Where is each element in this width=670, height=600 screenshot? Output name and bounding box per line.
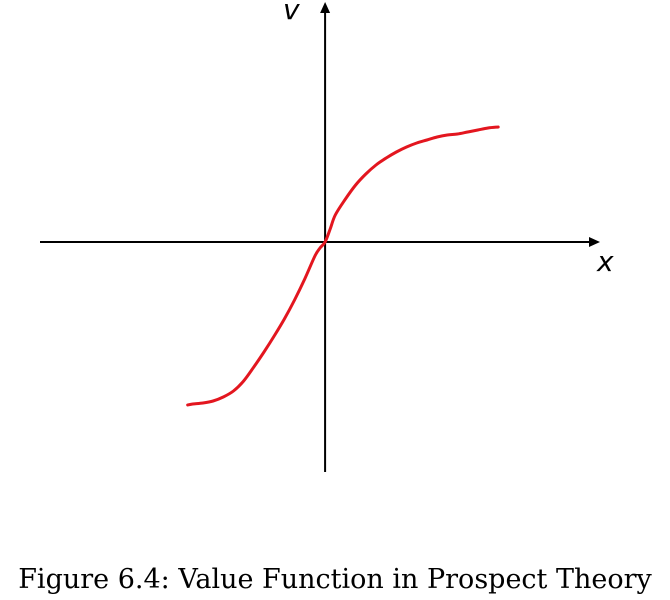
x-axis-arrowhead — [589, 237, 600, 247]
x-axis-label: x — [596, 245, 614, 278]
y-axis-label: v — [283, 0, 300, 26]
figure-caption: Figure 6.4: Value Function in Prospect T… — [18, 564, 652, 595]
series-layer — [186, 125, 500, 407]
value-function-curve-0 — [186, 125, 500, 407]
axes — [40, 2, 600, 472]
y-axis-arrowhead — [320, 2, 331, 13]
value-function-chart: x v — [40, 0, 614, 472]
